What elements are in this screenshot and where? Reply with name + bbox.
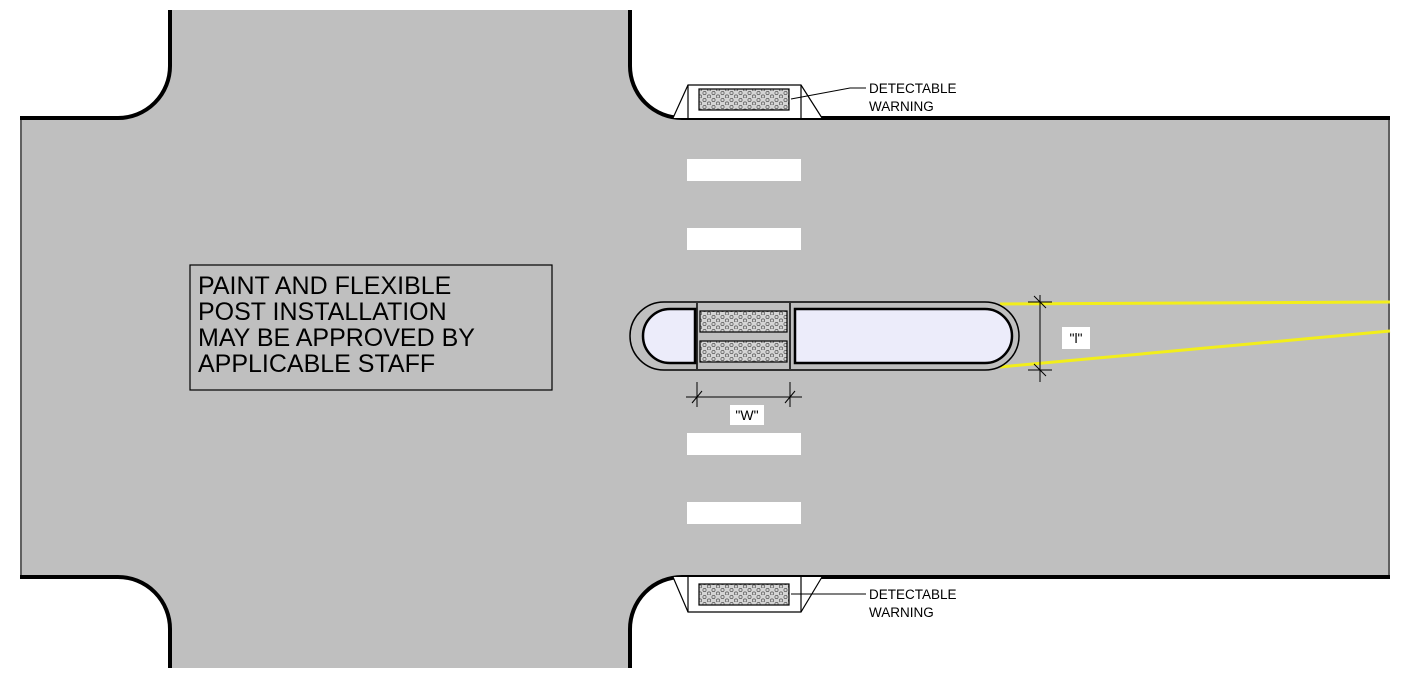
refuge-island	[629, 301, 1020, 371]
taper-line-upper	[999, 300, 1391, 306]
note-line-3: MAY BE APPROVED BY	[198, 324, 475, 352]
callout-top-line1: DETECTABLE	[869, 81, 957, 96]
callout-bottom-line1: DETECTABLE	[869, 587, 957, 602]
island-nose-left	[641, 307, 697, 365]
taper-line-lower	[999, 329, 1391, 369]
detectable-warning-top	[698, 88, 790, 111]
note-box	[189, 264, 553, 391]
curb-top-left	[20, 10, 172, 120]
detectable-warning-bottom	[698, 583, 790, 606]
note-line-2: POST INSTALLATION	[198, 298, 447, 326]
island-detectable-warning-lower	[699, 340, 788, 363]
callout-bottom-line2: WARNING	[869, 605, 934, 620]
curb-bottom-left	[20, 575, 172, 668]
dimension-length	[1028, 295, 1052, 382]
crosswalk-bar	[687, 433, 801, 455]
dimension-length-label: "l"	[1069, 330, 1082, 346]
dimension-width-label-bg	[730, 405, 764, 425]
note-line-1: PAINT AND FLEXIBLE	[198, 272, 451, 300]
curb-ramp-bottom	[672, 576, 823, 613]
island-body-right	[793, 307, 1014, 365]
callout-leader-top	[790, 87, 866, 100]
curb-ramp-top	[672, 84, 823, 119]
installation-note: PAINT AND FLEXIBLE POST INSTALLATION MAY…	[189, 264, 553, 391]
crosswalk-bar	[687, 228, 801, 250]
crosswalk-markings	[687, 159, 801, 524]
centerline-taper	[999, 300, 1391, 369]
crosswalk-bar	[687, 502, 801, 524]
island-detectable-warning-upper	[699, 310, 788, 333]
dimension-width-label: "W"	[735, 407, 758, 423]
dimension-length-label-bg	[1062, 327, 1090, 349]
note-line-4: APPLICABLE STAFF	[198, 350, 435, 378]
crosswalk-bar	[687, 159, 801, 181]
dimension-width	[686, 382, 802, 407]
callout-top-line2: WARNING	[869, 99, 934, 114]
